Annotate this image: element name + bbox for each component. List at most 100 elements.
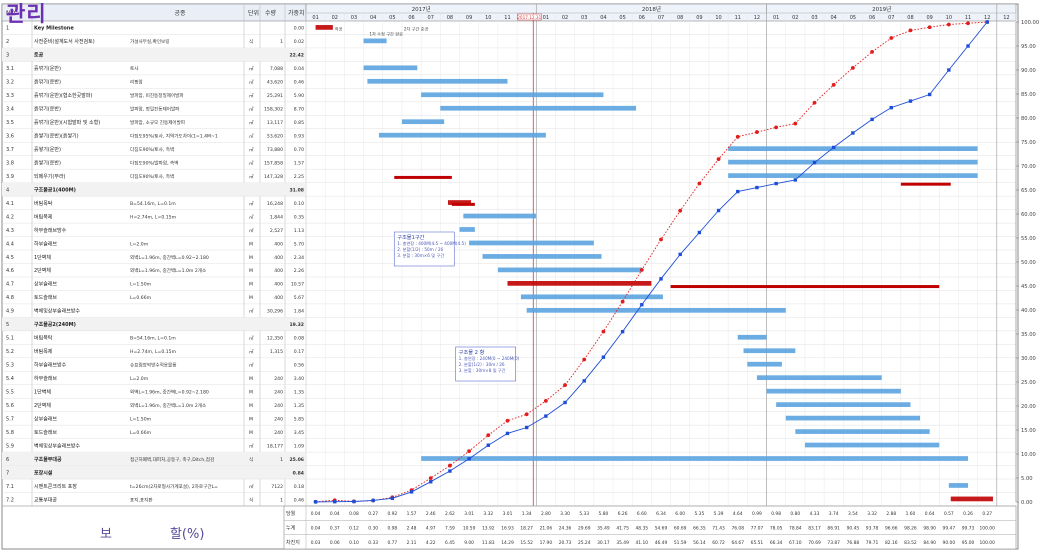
callout-structure2-line: 구조물 2 항 — [459, 348, 485, 356]
bottom-cell: 3.01 — [503, 511, 513, 517]
s-curve-planned — [315, 21, 988, 503]
bottom-cell: 83.52 — [904, 540, 917, 546]
bottom-cell: 1.60 — [906, 511, 916, 517]
s-curve-point — [966, 21, 970, 26]
row-spec: H=2.74m, L=0.15m — [130, 214, 177, 220]
row-unit: ㎥ — [249, 79, 254, 86]
row-weight: 19.32 — [289, 322, 304, 328]
row-unit: ㎡ — [249, 442, 254, 449]
gantt-bar — [728, 173, 978, 178]
row-weight: 1.13 — [294, 228, 304, 234]
callout-structure2-box — [455, 346, 516, 382]
row-unit: 식 — [249, 38, 253, 45]
row-name: 흙쌓기(운반)(흙쌓기) — [34, 133, 79, 140]
row-spec: 접근차폐벽,대피처,공동구, 축구,Ditch,점검 — [130, 456, 214, 463]
bottom-row-label: 누계 — [286, 525, 296, 532]
bottom-cell: 2.11 — [407, 540, 417, 546]
s-curve-point — [927, 25, 932, 30]
y-tick-label: 85.00 — [1021, 92, 1036, 98]
row-no: 5.6 — [6, 403, 14, 409]
s-curve-actual — [315, 21, 988, 503]
row-unit: ㎥ — [249, 173, 254, 180]
row-unit: M — [249, 403, 253, 409]
s-curve-point — [697, 230, 702, 235]
month-label: 07 — [428, 15, 434, 21]
bottom-cell: 54.69 — [655, 526, 668, 532]
bottom-cell: 0.92 — [387, 511, 397, 517]
y-tick-label: 15.00 — [1021, 428, 1036, 434]
bottom-cell: 0.04 — [330, 511, 340, 517]
row-qty: 1,315 — [270, 349, 283, 355]
row-weight: 1.09 — [294, 443, 304, 449]
gantt-bar — [795, 429, 930, 434]
s-curve-point — [946, 22, 951, 27]
section-row-bg — [2, 182, 306, 197]
bottom-cell: 67.10 — [789, 540, 802, 546]
callout-structure1-line: 2. 분할(1/2) : 50m / 26 — [397, 246, 443, 253]
row-qty: 240 — [274, 403, 283, 409]
s-curve-point — [582, 357, 587, 362]
y-tick-label: 10.00 — [1021, 452, 1036, 458]
bottom-cell: 0.04 — [311, 526, 321, 532]
row-qty: 30,296 — [267, 309, 283, 315]
row-weight: 5.70 — [294, 241, 304, 247]
row-spec: 토사 — [130, 65, 139, 72]
row-weight: 22.42 — [289, 53, 304, 59]
s-curve-point — [755, 130, 759, 134]
bottom-cell: 3.30 — [560, 511, 570, 517]
row-qty: 400 — [274, 241, 283, 247]
bottom-cell: 0.06 — [330, 540, 340, 546]
row-spec: 다짐도90%/발파암, 측벽 — [130, 159, 179, 166]
bottom-cell: 90.00 — [943, 540, 956, 546]
row-no: 7 — [6, 470, 9, 476]
callout-structure1-line: 3. 분할 : 30m×6 및 구간 — [397, 252, 444, 259]
row-weight: 8.70 — [294, 107, 304, 113]
row-spec: B=54.16m, L=0.1m — [130, 336, 176, 342]
s-curve-point — [563, 383, 567, 387]
row-name: 상부슬래브 — [34, 415, 57, 422]
row-name: 버팀목탁 — [34, 335, 53, 342]
month-label: 11 — [965, 15, 971, 21]
bottom-cell: 0.27 — [368, 511, 378, 517]
row-name: 버팀목탁 — [34, 200, 53, 207]
bottom-cell: 5.80 — [599, 511, 609, 517]
row-unit: M — [249, 255, 253, 261]
bottom-cell: 6.00 — [675, 511, 685, 517]
header-weight: 가중치 — [288, 9, 305, 17]
bottom-cell: 0.99 — [752, 511, 762, 517]
gantt-bar — [401, 119, 445, 125]
row-qty: 53,620 — [267, 134, 283, 140]
bottom-cell: 99.73 — [962, 526, 975, 532]
timeline-header-bg — [305, 3, 1017, 22]
bottom-row-label: 차진지 — [286, 539, 300, 546]
section-row-bg — [2, 317, 306, 331]
bottom-cell: 79.71 — [866, 540, 879, 546]
row-name: 토드슬래브 — [34, 294, 57, 301]
bottom-cell: 20.73 — [559, 540, 572, 546]
row-weight: 3.45 — [294, 430, 304, 436]
s-curve-point — [908, 28, 913, 33]
bottom-cell: 3.32 — [867, 511, 877, 517]
row-spec: 발파암, 정밀진동제어발파 — [130, 106, 180, 113]
row-no: 5.9 — [6, 443, 14, 449]
bottom-cell: 0.26 — [963, 511, 973, 517]
bottom-cell: 71.43 — [712, 526, 725, 532]
bottom-cell: 2.88 — [886, 511, 896, 517]
month-label: 08 — [447, 15, 453, 21]
row-spec: L=1.50m — [130, 282, 152, 288]
bottom-cell: 100.00 — [980, 526, 996, 532]
month-label: 10 — [715, 15, 721, 21]
month-label: 03 — [581, 15, 587, 21]
s-curve-point — [486, 433, 491, 438]
row-name: 되메우기(무라) — [34, 173, 66, 180]
footer-label-a: 보 — [100, 527, 112, 542]
row-no: 3.4 — [6, 107, 14, 113]
month-label: 01 — [312, 15, 318, 21]
gantt-bar — [378, 132, 546, 138]
row-qty: 7122 — [271, 484, 283, 490]
bottom-table-bg — [283, 505, 1017, 550]
gantt-bar — [440, 105, 637, 111]
row-no: 3.9 — [6, 174, 14, 180]
month-label: 11 — [504, 15, 510, 21]
